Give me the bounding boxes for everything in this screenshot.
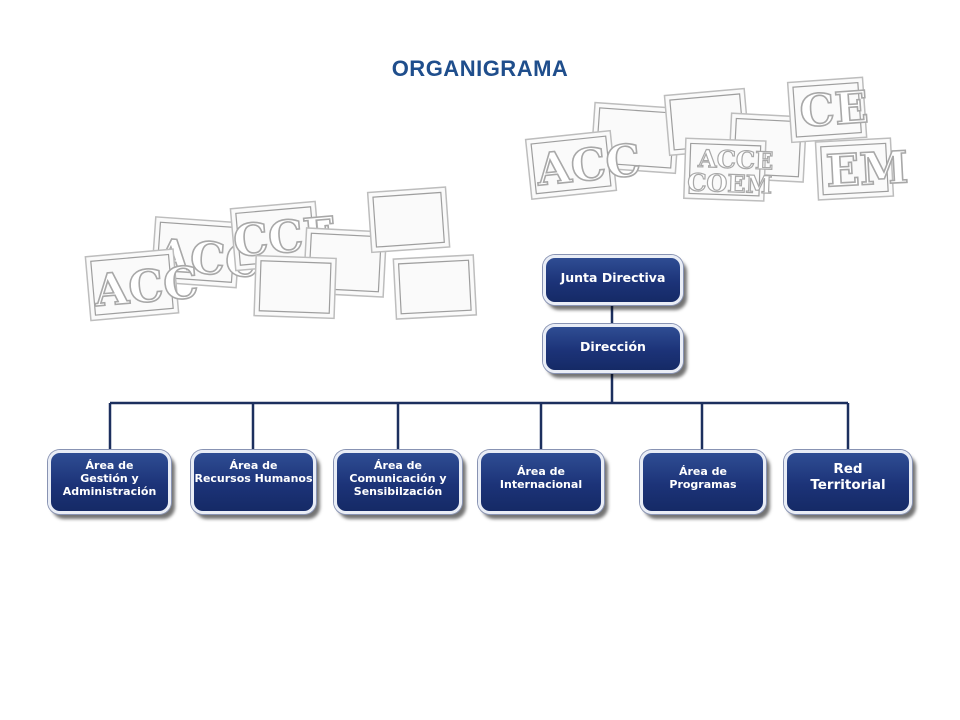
node-label: Área de Comunicación y Sensibilzación [349, 459, 447, 499]
page-title: ORGANIGRAMA [391, 56, 569, 81]
node-area-programas: Área de Programas [640, 450, 766, 514]
node-label: Área de Programas [669, 465, 737, 492]
node-label: Área de Recursos Humanos [194, 459, 313, 486]
node-label: Área de Internacional [499, 465, 583, 492]
node-direccion: Dirección [543, 324, 683, 373]
node-area-internacional: Área de Internacional [478, 450, 604, 514]
node-label: Dirección [580, 339, 646, 354]
node-label: Junta Directiva [560, 270, 666, 285]
node-red-territorial: Red Territorial [784, 450, 912, 514]
node-label: Red Territorial [810, 461, 886, 494]
node-area-comunicacion: Área de Comunicación y Sensibilzación [334, 450, 462, 514]
node-label: Área de Gestión y Administración [62, 459, 157, 499]
node-area-rrhh: Área de Recursos Humanos [191, 450, 316, 514]
node-junta-directiva: Junta Directiva [543, 255, 683, 305]
node-area-gestion: Área de Gestión y Administración [48, 450, 171, 514]
